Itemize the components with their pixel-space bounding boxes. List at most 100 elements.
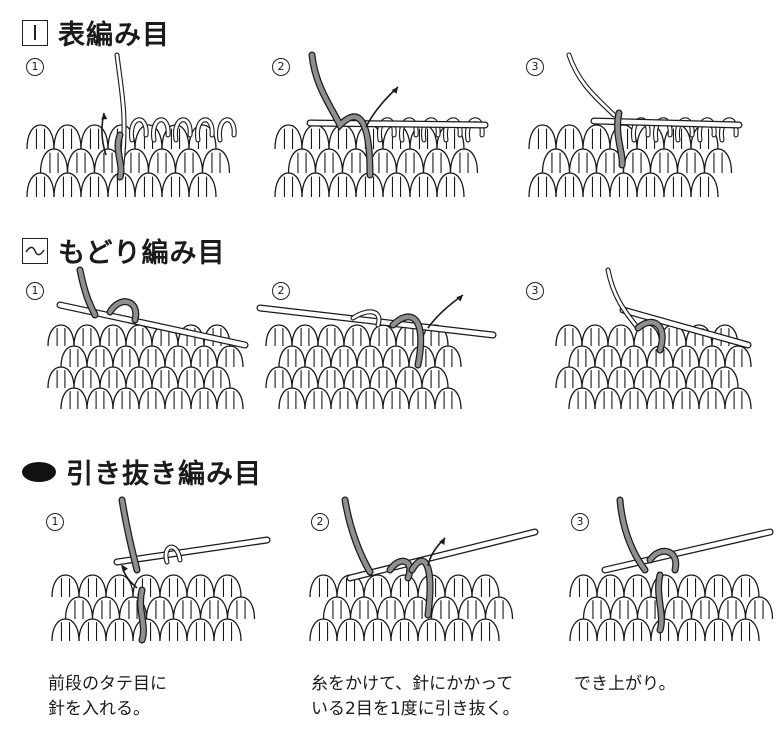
stitch-loop	[132, 574, 161, 598]
stitch-bar	[404, 370, 414, 388]
stitch-bar	[668, 328, 678, 346]
knitted-fabric	[265, 324, 462, 410]
stitch-bar	[372, 578, 383, 597]
stitch-bar	[324, 152, 334, 173]
working-yarn	[309, 52, 373, 178]
stitch-bar	[186, 370, 196, 388]
stitch-loop	[99, 324, 127, 347]
stitch-loop	[47, 324, 75, 347]
stitch-loop	[717, 596, 747, 620]
stitch-loop	[672, 345, 700, 368]
stitch-loop	[408, 387, 436, 410]
yarn-strand	[720, 118, 738, 142]
stitch-bar	[405, 152, 415, 173]
stitch-bar	[287, 391, 297, 409]
stitch-loop	[711, 366, 739, 389]
stitch-bar	[391, 349, 401, 367]
stitch-bar	[155, 600, 165, 619]
stitch-bar	[603, 349, 613, 367]
stitch-loop	[53, 124, 82, 150]
stitch-bar	[82, 370, 92, 388]
stitch-bar	[443, 391, 453, 409]
stitch-bar	[391, 176, 402, 197]
step-number: 1	[26, 282, 44, 300]
stitch-loop	[301, 172, 330, 198]
stitch-bar	[82, 328, 92, 346]
stitch-bar	[686, 578, 697, 597]
stitch-loop	[677, 574, 706, 598]
stitch-bar	[564, 176, 575, 197]
working-yarn	[115, 132, 124, 180]
stitch-bar	[440, 600, 450, 619]
stitch-loop	[395, 366, 423, 389]
stitch-loop	[568, 148, 598, 174]
stitch-bar	[740, 578, 751, 597]
stitch-bar	[632, 578, 643, 597]
stitch-bar	[426, 622, 437, 641]
working-yarn	[390, 314, 423, 368]
arrow-head-icon	[391, 87, 398, 94]
stitch-loop	[581, 324, 609, 347]
stitch-bar	[318, 622, 329, 641]
stitch-loop	[145, 596, 175, 620]
stitch-bar	[103, 152, 113, 173]
return-stitch-step-1-illustration	[47, 266, 249, 410]
stitch-loop	[291, 324, 319, 347]
stitch-loop	[368, 148, 398, 174]
stitch-loop	[265, 324, 293, 347]
stitch-bar	[668, 370, 678, 388]
return-stitch-step-3-illustration	[555, 267, 752, 410]
stitch-bar	[35, 128, 46, 149]
stitch-bar	[345, 622, 356, 641]
knitted-fabric	[26, 124, 231, 198]
stitch-loop	[309, 618, 338, 642]
stitch-bar	[283, 176, 294, 197]
stitch-loop	[73, 366, 101, 389]
stitch-loop	[147, 148, 177, 174]
stitch-bar	[672, 176, 683, 197]
stitch-loop	[677, 618, 706, 642]
stitch-loop	[484, 596, 514, 620]
stitch-bar	[673, 600, 683, 619]
stitch-loop	[698, 387, 726, 410]
wave-symbol-icon	[22, 237, 48, 264]
stitch-bar	[95, 391, 105, 409]
stitch-bar	[577, 349, 587, 367]
stitch-bar	[642, 328, 652, 346]
stitch-loop	[633, 366, 661, 389]
stitch-bar	[605, 622, 616, 641]
stitch-loop	[607, 324, 635, 347]
stitch-bar	[147, 391, 157, 409]
stitch-bar	[56, 328, 66, 346]
stitch-bar	[274, 328, 284, 346]
stitch-bar	[605, 152, 615, 173]
stitch-loop	[382, 387, 410, 410]
stitch-bar	[332, 600, 342, 619]
stitch-bar	[418, 128, 429, 149]
stitch-loop	[60, 345, 88, 368]
stitch-loop	[528, 172, 557, 198]
stitch-loop	[343, 366, 371, 389]
stitch-loop	[86, 387, 114, 410]
yarn-strand	[164, 545, 182, 564]
stitch-loop	[395, 148, 425, 174]
stitch-loop	[164, 345, 192, 368]
stitch-bar	[49, 152, 59, 173]
stitch-bar	[646, 600, 656, 619]
stitch-loop	[26, 172, 55, 198]
stitch-loop	[390, 618, 419, 642]
stitch-loop	[172, 596, 202, 620]
stitch-bar	[590, 328, 600, 346]
stitch-bar	[170, 176, 181, 197]
stitch-bar	[339, 349, 349, 367]
vertical-bar-symbol-icon	[22, 19, 48, 46]
stitch-loop	[161, 172, 190, 198]
stitch-loop	[369, 366, 397, 389]
stitch-bar	[591, 176, 602, 197]
stitch-loop	[164, 387, 192, 410]
stitch-bar	[616, 328, 626, 346]
stitch-bar	[754, 600, 764, 619]
stitch-loop	[528, 124, 557, 150]
stitch-bar	[372, 622, 383, 641]
working-yarn	[635, 320, 665, 353]
